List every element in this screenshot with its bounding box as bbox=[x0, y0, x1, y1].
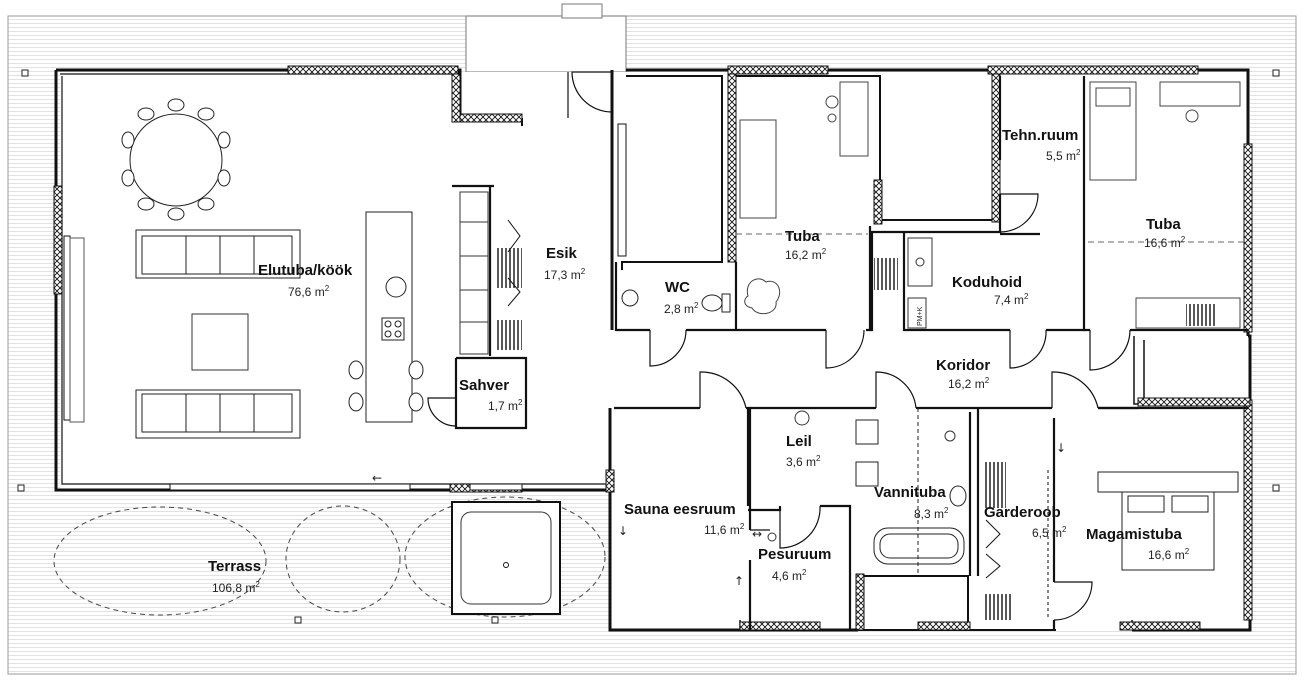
svg-text:↓: ↓ bbox=[618, 524, 628, 538]
dining-table bbox=[121, 98, 231, 221]
entrance-canopy bbox=[465, 15, 627, 73]
room-label-leil: Leil 3,6 m2 bbox=[786, 433, 821, 469]
room-label-tehnruum: Tehn.ruum 5,5 m2 bbox=[1002, 127, 1081, 163]
sofa-top bbox=[135, 229, 301, 279]
wc-fixtures bbox=[621, 289, 731, 313]
kitchen-island bbox=[348, 211, 424, 423]
svg-text:Koduhoid: Koduhoid bbox=[952, 274, 1022, 291]
terrace-outline bbox=[53, 496, 606, 618]
room-label-tuba1: Tuba 16,2 m2 bbox=[785, 228, 827, 262]
svg-text:Terrass: Terrass bbox=[208, 558, 261, 575]
svg-text:76,6 m2: 76,6 m2 bbox=[288, 284, 330, 299]
svg-text:Tuba: Tuba bbox=[785, 228, 820, 245]
svg-text:6,5 m2: 6,5 m2 bbox=[1032, 525, 1067, 540]
svg-text:Sahver: Sahver bbox=[459, 377, 509, 394]
svg-text:Tehn.ruum: Tehn.ruum bbox=[1002, 127, 1078, 144]
window-bench bbox=[69, 237, 85, 423]
tuba2-furniture bbox=[1089, 81, 1241, 329]
svg-text:↔: ↔ bbox=[752, 527, 762, 541]
svg-text:←: ← bbox=[372, 471, 382, 485]
svg-text:Esik: Esik bbox=[546, 245, 578, 262]
svg-text:Vannituba: Vannituba bbox=[874, 484, 946, 501]
double-bed bbox=[1097, 471, 1239, 571]
room-label-koduhoid: Koduhoid 7,4 m2 bbox=[952, 274, 1029, 307]
svg-text:5,5 m2: 5,5 m2 bbox=[1046, 148, 1081, 163]
svg-text:↓: ↓ bbox=[1056, 441, 1066, 455]
svg-text:16,2 m2: 16,2 m2 bbox=[948, 376, 990, 391]
room-label-garderoob: Garderoob 6,5 m2 bbox=[984, 504, 1067, 540]
room-label-vannituba: Vannituba 8,3 m2 bbox=[874, 484, 949, 521]
svg-text:Elutuba/köök: Elutuba/köök bbox=[258, 262, 353, 279]
svg-text:WC: WC bbox=[665, 279, 690, 296]
svg-text:3,6 m2: 3,6 m2 bbox=[786, 454, 821, 469]
room-label-saunaeesruum: Sauna eesruum 11,6 m2 bbox=[624, 501, 745, 537]
appliance-label: PM+K bbox=[917, 306, 924, 326]
sauna-fixtures bbox=[767, 410, 956, 542]
tuba1-furniture bbox=[739, 81, 869, 315]
svg-text:2,8 m2: 2,8 m2 bbox=[664, 301, 699, 316]
svg-text:16,2 m2: 16,2 m2 bbox=[785, 247, 827, 262]
svg-text:Magamistuba: Magamistuba bbox=[1086, 526, 1183, 543]
svg-text:1,7 m2: 1,7 m2 bbox=[488, 398, 523, 413]
svg-text:7,4 m2: 7,4 m2 bbox=[994, 292, 1029, 307]
room-label-esik: Esik 17,3 m2 bbox=[544, 245, 586, 282]
svg-text:17,3 m2: 17,3 m2 bbox=[544, 267, 586, 282]
hot-tub bbox=[451, 501, 561, 615]
svg-text:Garderoob: Garderoob bbox=[984, 504, 1061, 521]
garderoob-racks bbox=[984, 462, 1049, 620]
dining-chairs bbox=[121, 98, 231, 221]
room-label-pesuruum: Pesuruum 4,6 m2 bbox=[758, 546, 831, 583]
sofa-bottom bbox=[135, 389, 301, 439]
room-label-terrass: Terrass 106,8 m2 bbox=[208, 558, 261, 595]
svg-text:16,6 m2: 16,6 m2 bbox=[1144, 235, 1186, 250]
svg-text:16,6 m2: 16,6 m2 bbox=[1148, 547, 1190, 562]
svg-text:11,6 m2: 11,6 m2 bbox=[704, 522, 745, 537]
svg-text:↑: ↑ bbox=[734, 574, 744, 588]
svg-text:8,3 m2: 8,3 m2 bbox=[914, 506, 949, 521]
kitchen-cabinets bbox=[459, 191, 489, 355]
koduhoid-fixtures bbox=[907, 237, 933, 329]
svg-text:Koridor: Koridor bbox=[936, 357, 990, 374]
room-label-wc: WC 2,8 m2 bbox=[664, 279, 699, 316]
svg-text:Tuba: Tuba bbox=[1146, 216, 1181, 233]
doors bbox=[427, 71, 1131, 621]
direction-arrows: ← ↓ ↑ ↓ ↔ bbox=[372, 441, 1066, 588]
svg-text:Pesuruum: Pesuruum bbox=[758, 546, 831, 563]
room-label-tuba2: Tuba 16,6 m2 bbox=[1144, 216, 1186, 250]
tuba2-wardrobe bbox=[1186, 304, 1216, 326]
chimney-cap bbox=[561, 3, 603, 19]
svg-text:Sauna eesruum: Sauna eesruum bbox=[624, 501, 736, 518]
vannituba-fixtures bbox=[855, 408, 967, 576]
room-label-sahver: Sahver 1,7 m2 bbox=[459, 377, 523, 413]
svg-text:4,6 m2: 4,6 m2 bbox=[772, 568, 807, 583]
coat-rack bbox=[496, 219, 522, 350]
room-label-koridor: Koridor 16,2 m2 bbox=[936, 357, 990, 391]
coffee-table bbox=[191, 313, 249, 371]
room-label-magamistuba: Magamistuba 16,6 m2 bbox=[1086, 526, 1190, 562]
interior-floor bbox=[60, 72, 1250, 630]
room-label-elutuba: Elutuba/köök 76,6 m2 bbox=[258, 262, 353, 299]
svg-text:106,8 m2: 106,8 m2 bbox=[212, 580, 260, 595]
svg-text:Leil: Leil bbox=[786, 433, 812, 450]
tuba1-wardrobe bbox=[874, 258, 898, 290]
